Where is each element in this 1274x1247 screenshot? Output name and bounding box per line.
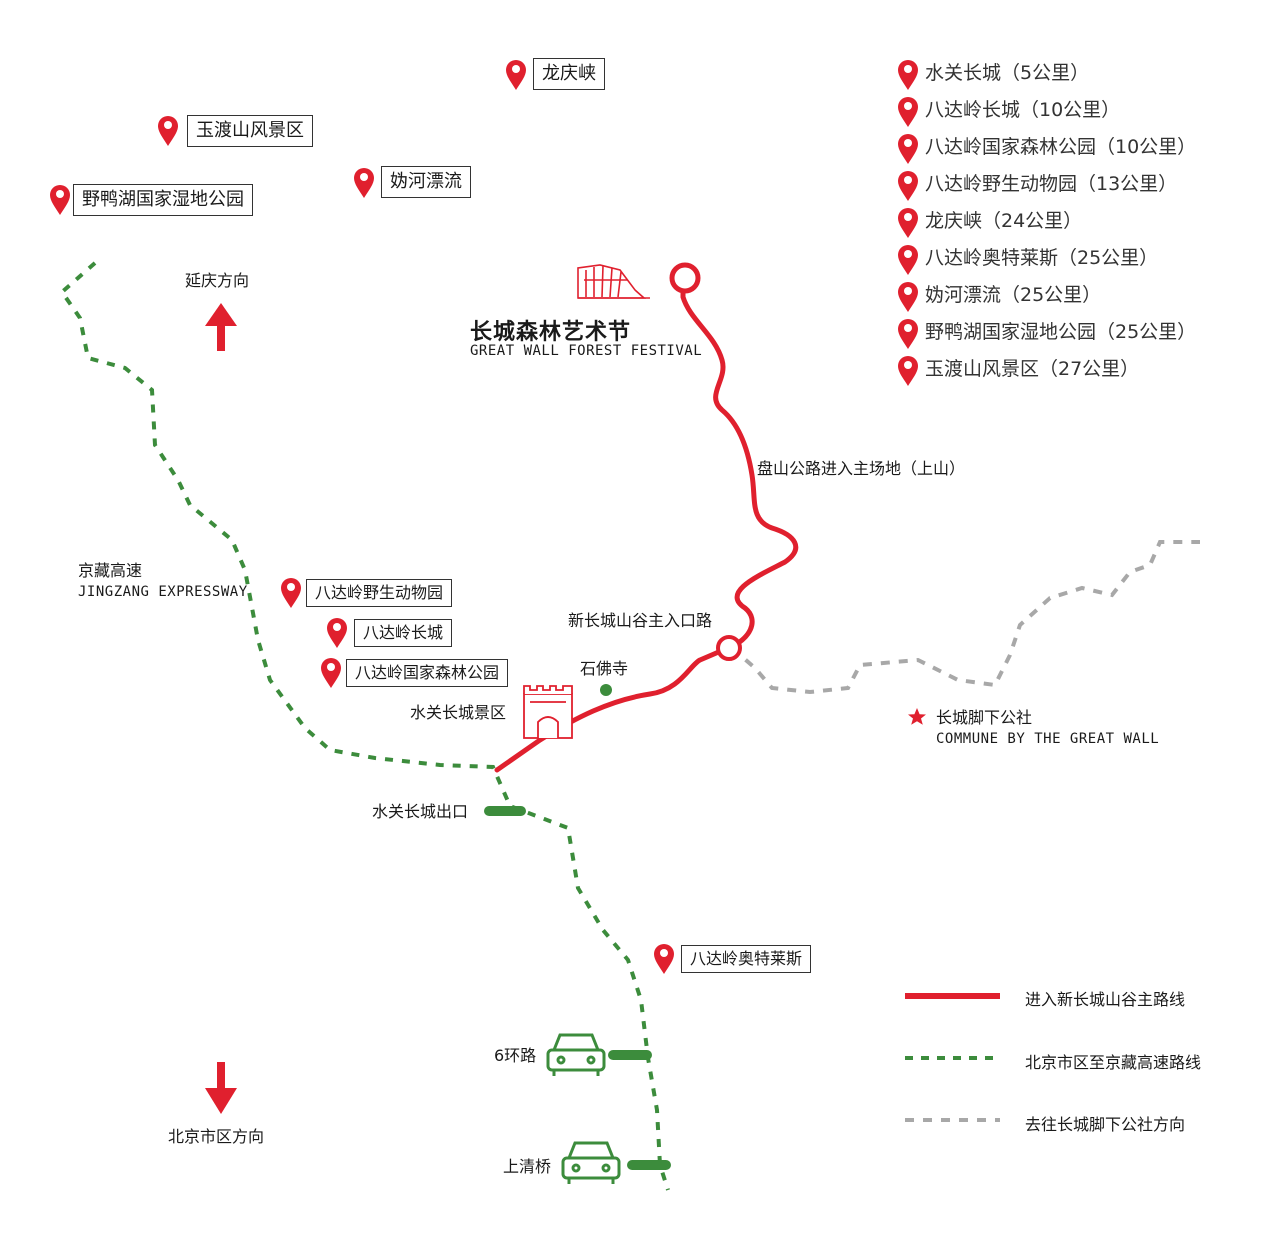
legend-red-label: 进入新长城山谷主路线 (1025, 990, 1186, 1009)
main-route (494, 282, 799, 773)
distance-item: 妫河漂流（25公里） (925, 284, 1102, 306)
legend-gray-label: 去往长城脚下公社方向 (1025, 1115, 1186, 1134)
ring6-label: 6环路 (494, 1046, 537, 1065)
map-pin-icon (898, 171, 918, 201)
poi-yehu: 野鸭湖国家湿地公园 (73, 184, 253, 216)
shuiguan-scenic-label: 水关长城景区 (410, 703, 507, 722)
distance-item: 八达岭奥特莱斯（25公里） (925, 247, 1159, 269)
poi-wildlife-park: 八达岭野生动物园 (306, 579, 453, 607)
poi-badaling-wall: 八达岭长城 (354, 619, 453, 647)
ring6-exit-bar (608, 1050, 652, 1060)
shifo-temple-dot (600, 684, 612, 696)
poi-forest-park: 八达岭国家森林公园 (346, 659, 509, 687)
map-pin-icon (898, 356, 918, 386)
distance-item: 八达岭国家森林公园（10公里） (925, 136, 1197, 158)
map-pin-icon (898, 245, 918, 275)
poi-outlets: 八达岭奥特莱斯 (681, 945, 812, 973)
festival-title: 长城森林艺术节 (470, 320, 632, 345)
map-pin-icon (327, 618, 347, 648)
distance-item: 龙庆峡（24公里） (925, 210, 1083, 232)
distance-item: 玉渡山风景区（27公里） (925, 358, 1140, 380)
festival-tent-icon (577, 264, 650, 299)
shifo-temple-label: 石佛寺 (580, 659, 629, 678)
shangqingqiao-exit-bar (627, 1160, 671, 1170)
beijing-direction-label: 北京市区方向 (168, 1127, 265, 1146)
map-pin-icon (898, 97, 918, 127)
mountain-road-label: 盘山公路进入主场地（上山） (757, 459, 966, 478)
expressway-label-en: JINGZANG EXPRESSWAY (78, 584, 248, 600)
main-entrance-road-label: 新长城山谷主入口路 (568, 611, 713, 630)
shuiguan-exit-label: 水关长城出口 (372, 802, 469, 821)
map-pin-icon (354, 168, 374, 198)
distance-item: 八达岭长城（10公里） (925, 99, 1121, 121)
car-icon (546, 1033, 606, 1076)
commune-label: 长城脚下公社 (936, 708, 1033, 727)
map-pin-icon (898, 282, 918, 312)
festival-title-en: GREAT WALL FOREST FESTIVAL (470, 343, 703, 359)
shangqingqiao-label: 上清桥 (503, 1157, 552, 1176)
map-pin-icon (321, 658, 341, 688)
poi-longqingxia: 龙庆峡 (533, 58, 605, 90)
distance-item: 八达岭野生动物园（13公里） (925, 173, 1178, 195)
map-pin-icon (50, 185, 70, 215)
shuiguan-exit-bar (484, 806, 526, 816)
distance-item: 野鸭湖国家湿地公园（25公里） (925, 321, 1197, 343)
map-pin-icon (898, 319, 918, 349)
entrance-junction (716, 635, 742, 661)
festival-endpoint (669, 262, 701, 294)
map-pin-icon (654, 944, 674, 974)
map-pin-icon (898, 60, 918, 90)
great-wall-tower-icon (523, 685, 573, 739)
star-icon (908, 708, 926, 725)
arrow-up-icon (205, 303, 237, 351)
poi-yudushan: 玉渡山风景区 (187, 115, 313, 147)
map-pin-icon (898, 134, 918, 164)
car-icon (561, 1141, 621, 1184)
map-pin-icon (898, 208, 918, 238)
map-pin-icon (281, 578, 301, 608)
distance-item: 水关长城（5公里） (925, 62, 1090, 84)
expressway-route (59, 261, 670, 1191)
arrow-down-icon (205, 1062, 237, 1114)
map-pin-icon (158, 116, 178, 146)
expressway-label: 京藏高速 (78, 561, 143, 580)
map-pin-icon (506, 60, 526, 90)
yanqing-direction-label: 延庆方向 (185, 271, 250, 290)
commune-route (730, 540, 1200, 695)
commune-label-en: COMMUNE BY THE GREAT WALL (936, 731, 1160, 747)
legend-green-label: 北京市区至京藏高速路线 (1025, 1053, 1202, 1072)
poi-guihe: 妫河漂流 (381, 166, 471, 198)
